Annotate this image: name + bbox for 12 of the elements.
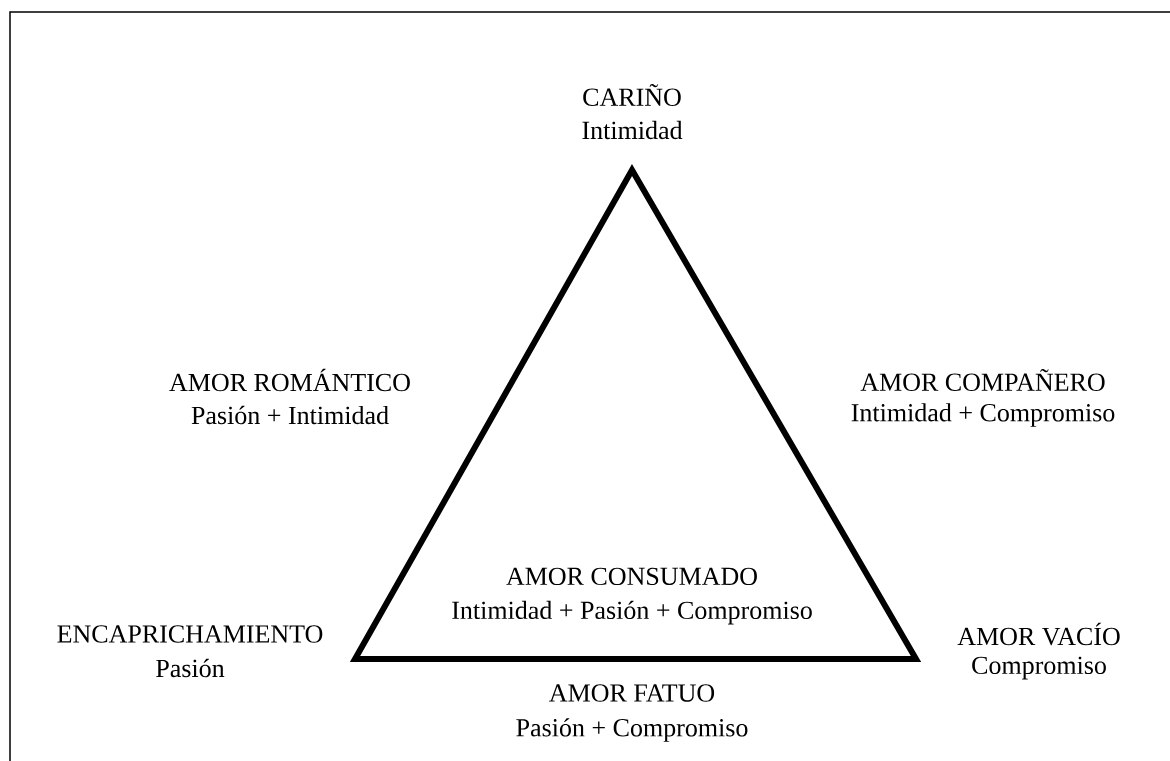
- vertex-label: Compromiso: [972, 656, 1106, 680]
- vertex-label: ENCAPRICHAMIENTO: [57, 625, 323, 643]
- vertex-label: Pasión + Intimidad: [191, 405, 389, 425]
- vertex-label: Pasión + Compromiso: [516, 718, 748, 742]
- vertex-label: Intimidad + Compromiso: [851, 403, 1115, 427]
- vertex-label: Intimidad: [582, 120, 683, 140]
- vertex-label: AMOR COMPAÑERO: [860, 369, 1105, 391]
- vertex-label: AMOR ROMÁNTICO: [169, 368, 410, 392]
- vertex-label: CARIÑO: [583, 84, 681, 106]
- vertex-label: AMOR FATUO: [549, 684, 715, 702]
- vertex-label: AMOR VACÍO: [957, 622, 1120, 646]
- vertex-label: Pasión: [156, 658, 225, 678]
